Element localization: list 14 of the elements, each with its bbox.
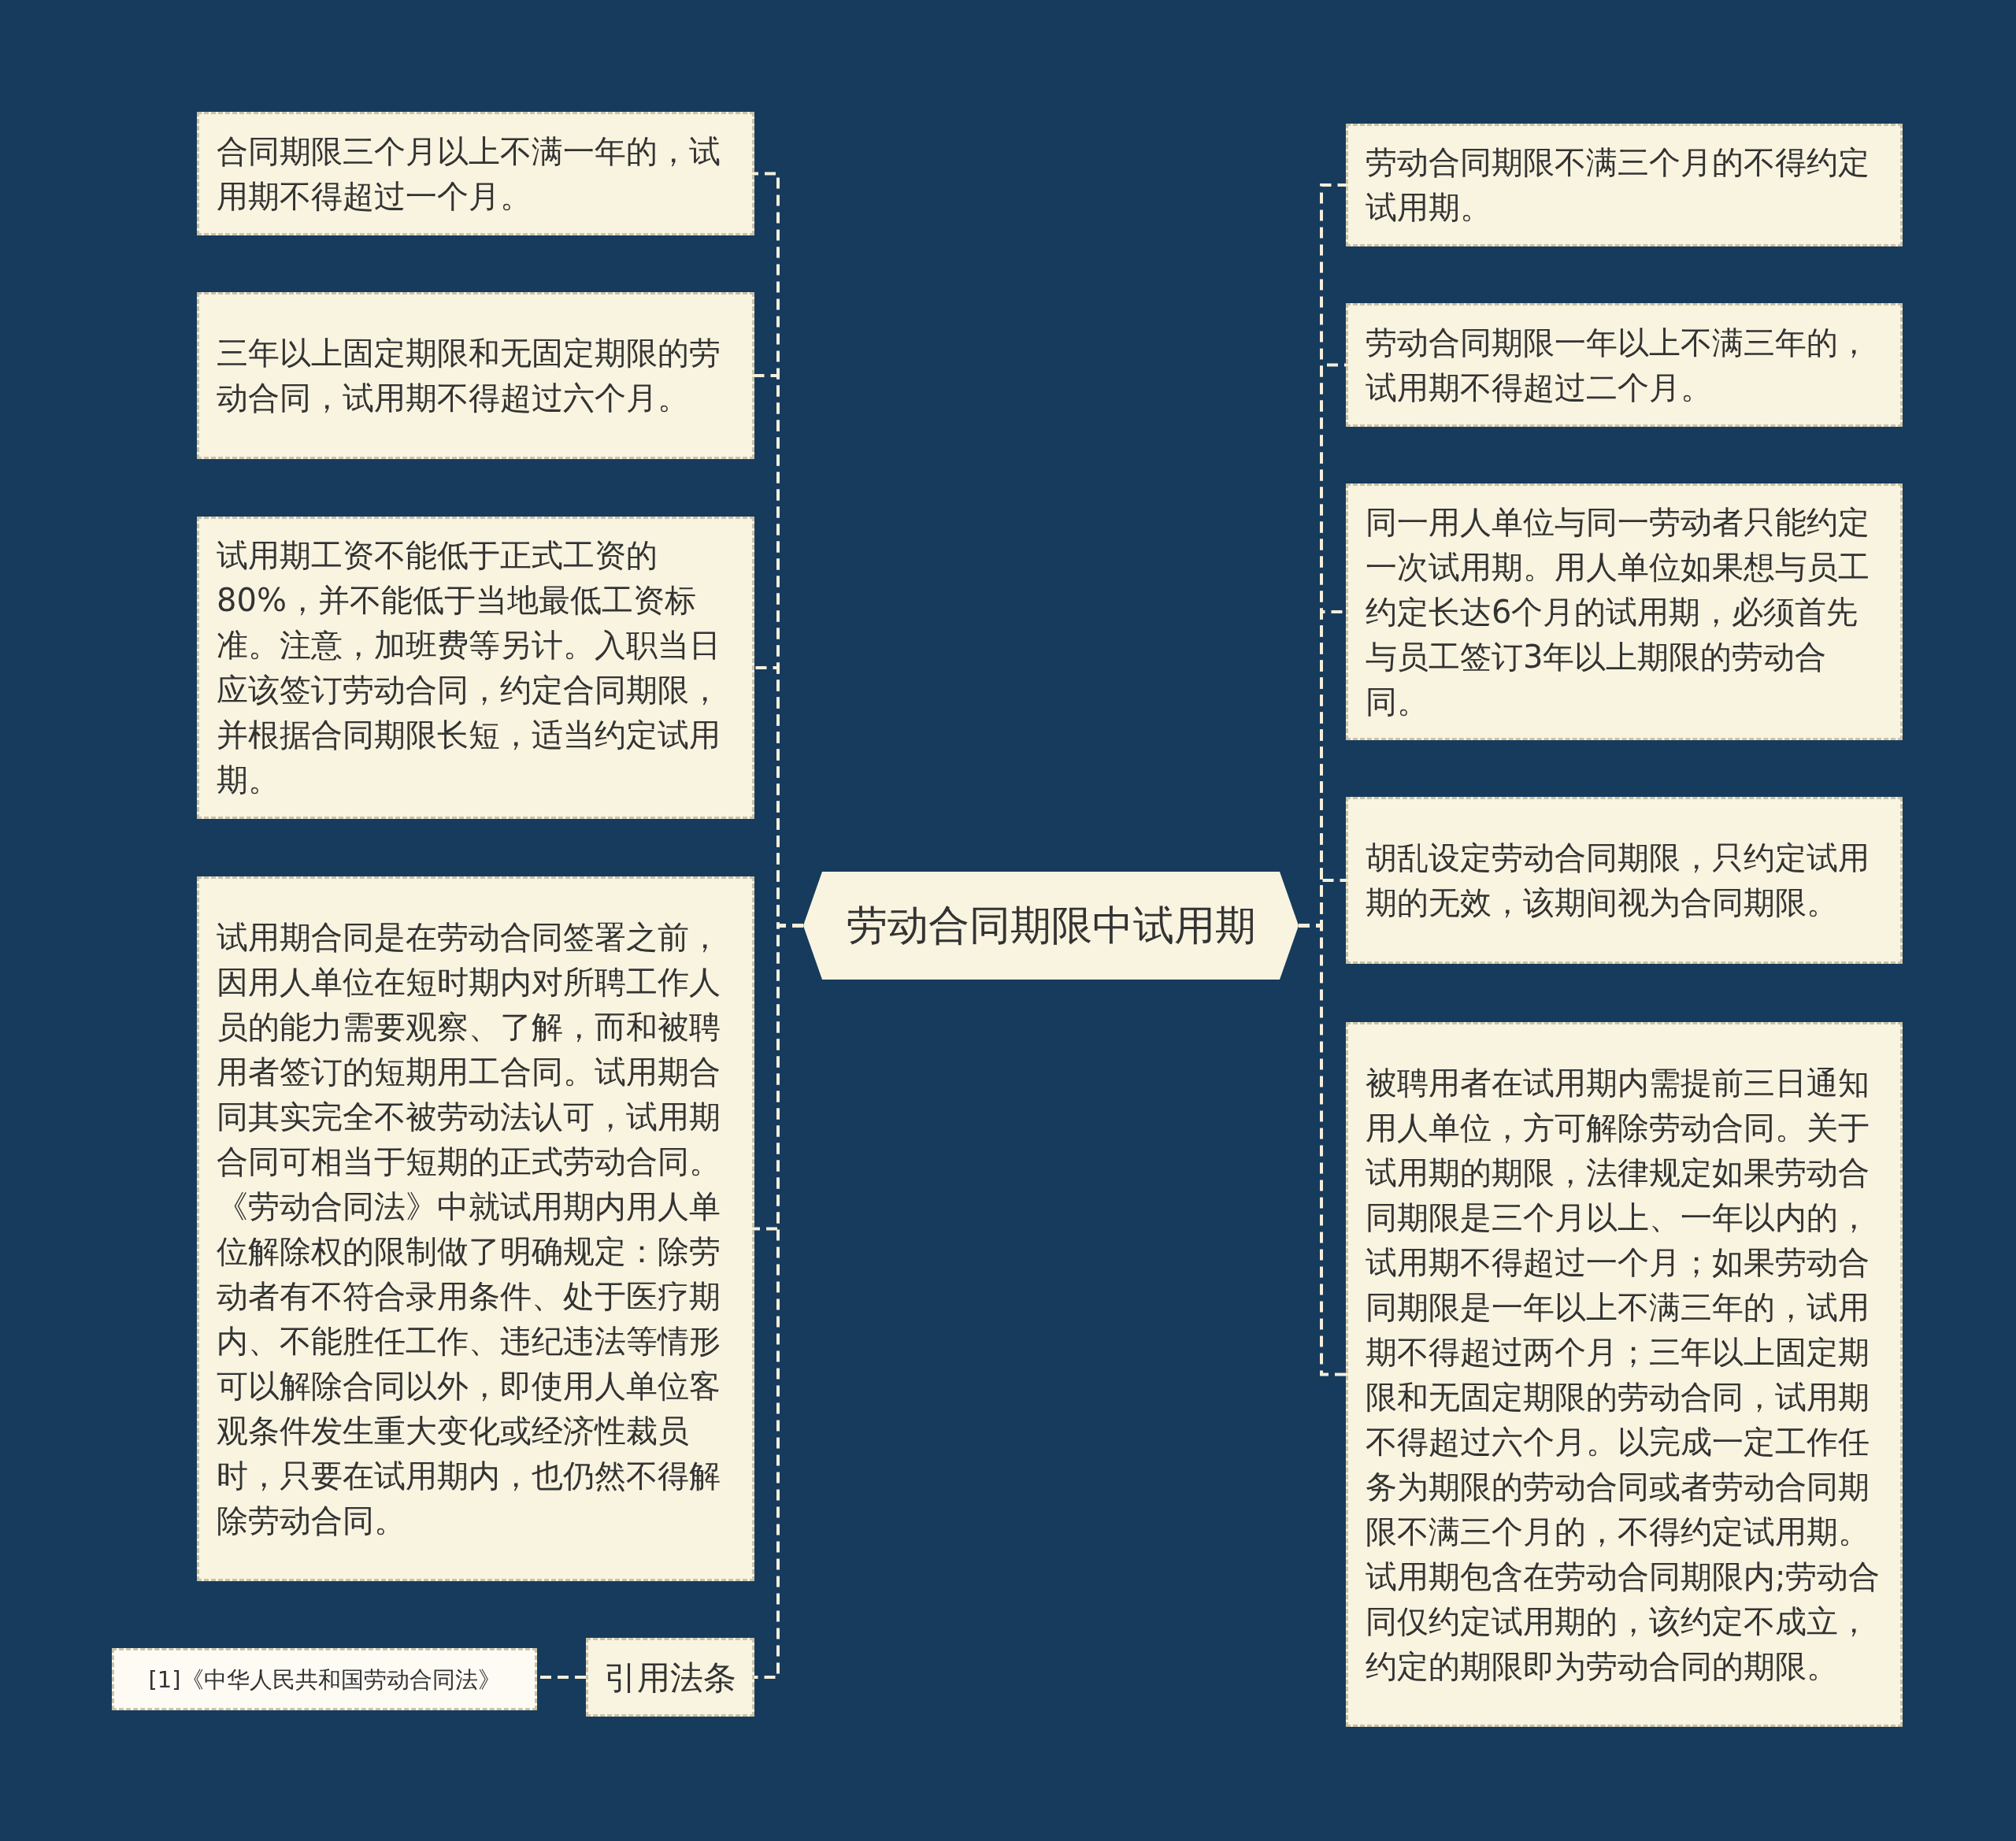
note-box: 同一用人单位与同一劳动者只能约定一次试用期。用人单位如果想与员工约定长达6个月的试用期，必须首先与员工签订3年以上期限的劳动合同。 — [1346, 483, 1903, 740]
reference-box: [1]《中华人民共和国劳动合同法》 — [112, 1648, 537, 1710]
note-box: 试用期工资不能低于正式工资的80%，并不能低于当地最低工资标准。注意，加班费等另计。入职当日应该签订劳动合同，约定合同期限，并根据合同期限长短，适当约定试用期。 — [197, 517, 754, 819]
topic-box: 引用法条 — [586, 1638, 754, 1717]
connector-line — [754, 924, 803, 1679]
note-box: 被聘用者在试用期内需提前三日通知用人单位，方可解除劳动合同。关于试用期的期限，法律规定如果劳动合同期限是三个月以上、一年以内的，试用期不得超过一个月；如果劳动合同期限是一年以上不满三年的，试用期不得超过两个月；三年以上固定期限和无固定期限的劳动合同，试用期不得超过六个月。以完成一定工作任务为期限的劳动合同或者劳动合同期限不满三个月的，不得约定试用期。试用期包含在劳动合同期限内;劳动合同仅约定试用期的，该约定不成立，约定的期限即为劳动合同的期限。 — [1346, 1022, 1903, 1727]
note-box: 劳动合同期限不满三个月的不得约定试用期。 — [1346, 124, 1903, 246]
note-box: 试用期合同是在劳动合同签署之前，因用人单位在短时期内对所聘工作人员的能力需要观察、了解，而和被聘用者签订的短期用工合同。试用期合同其实完全不被劳动法认可，试用期合同可相当于短期的正式劳动合同。《劳动合同法》中就试用期内用人单位解除权的限制做了明确规定：除劳动者有不符合录用条件、处于医疗期内、不能胜任工作、违纪违法等情形可以解除合同以外，即使用人单位客观条件发生重大变化或经济性裁员时，只要在试用期内，也仍然不得解除劳动合同。 — [197, 876, 754, 1581]
note-box: 劳动合同期限一年以上不满三年的，试用期不得超过二个月。 — [1346, 303, 1903, 427]
connector-line — [1299, 924, 1346, 1376]
note-box: 胡乱设定劳动合同期限，只约定试用期的无效，该期间视为合同期限。 — [1346, 797, 1903, 964]
central-topic: 劳动合同期限中试用期 — [803, 872, 1299, 980]
note-box: 三年以上固定期限和无固定期限的劳动合同，试用期不得超过六个月。 — [197, 292, 754, 459]
note-box: 合同期限三个月以上不满一年的，试用期不得超过一个月。 — [197, 112, 754, 235]
